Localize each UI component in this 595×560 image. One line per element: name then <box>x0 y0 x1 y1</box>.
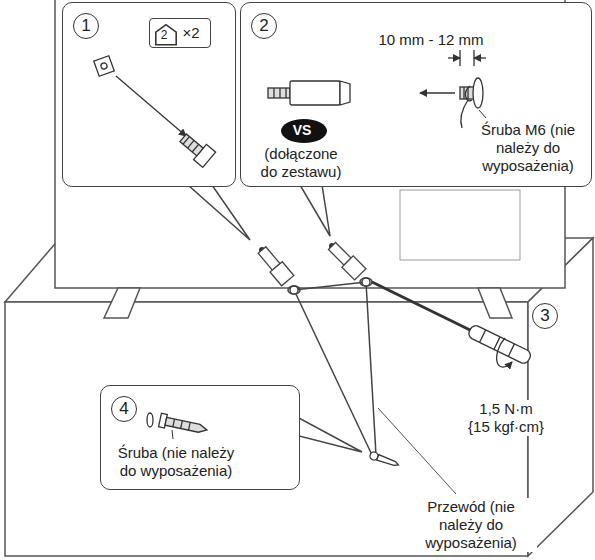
part-code-oval: VS <box>281 119 327 143</box>
screws-m6 <box>290 278 370 294</box>
wire <box>288 278 376 455</box>
step-panel: 4Śruba (nie należy do wyposażenia) <box>100 385 300 490</box>
part-number: 2 <box>154 28 174 42</box>
part-note: Śruba M6 (nie należy do wyposażenia) <box>473 121 583 175</box>
table-screw <box>369 451 400 469</box>
callout-number: 1 <box>73 13 99 39</box>
callout-number: 4 <box>111 396 137 422</box>
leader-lines <box>378 408 456 494</box>
quantity-text: ×2 <box>175 24 207 42</box>
part-note: Śruba (nie należy do wyposażenia) <box>111 444 241 480</box>
panel-grounds <box>62 2 592 490</box>
spacers <box>256 240 366 285</box>
part-note: Przewód (nie należy do wyposażenia) <box>405 498 537 552</box>
callout-number: 2 <box>251 13 277 39</box>
m6-screw <box>448 50 486 128</box>
torque-label: 1,5 N·m {15 kgf·cm} <box>468 400 544 436</box>
quantity-bubble: ×22 <box>149 18 211 48</box>
part-code: VS <box>281 121 323 139</box>
part-icon: 2 <box>154 23 178 46</box>
step-panel: 1 ×22 <box>62 2 236 187</box>
step-panel: 2 10 mm - 12 mm (dołączone do zestawu) Śrub… <box>240 2 592 187</box>
dimension-label: 10 mm - 12 mm <box>356 31 506 49</box>
screwdriver <box>372 282 532 367</box>
part-note: (dołączone do zestawu) <box>256 145 346 181</box>
callout-number: 3 <box>532 303 558 329</box>
vs-spacer <box>268 81 455 105</box>
nut-and-bolt <box>94 56 216 168</box>
wood-screw <box>147 413 208 439</box>
